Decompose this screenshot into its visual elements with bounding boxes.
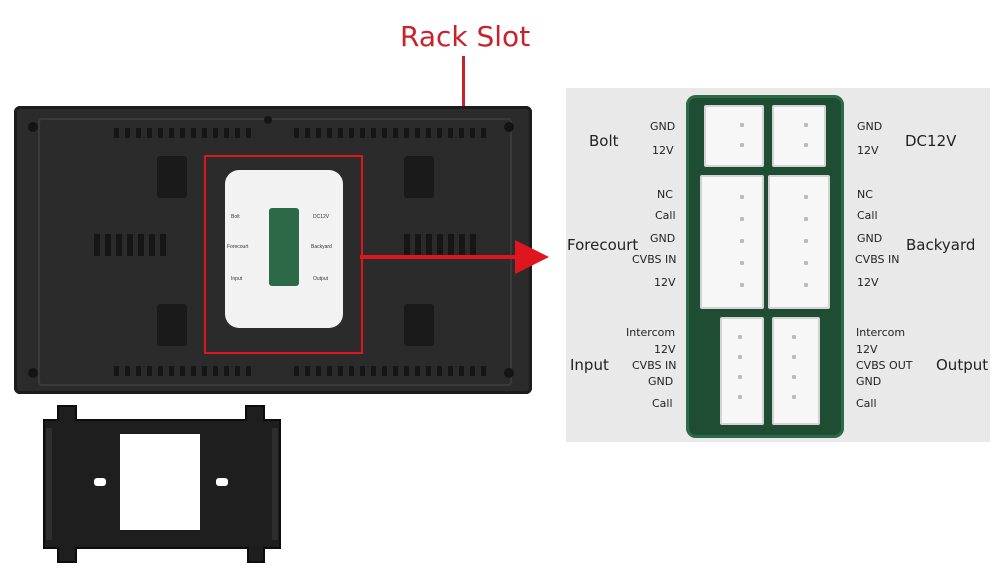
speaker-grill-left [94,234,166,256]
pin [738,335,742,339]
connector-dc12v [772,105,826,167]
rack-slot-title: Rack Slot [400,20,531,53]
pin [792,395,796,399]
backyard-pin-label: CVBS IN [855,253,900,266]
terminal-label-card: Bolt DC12V Forecourt Backyard Input Outp… [225,170,343,328]
terminal-pcb [686,95,844,438]
output-pin-label: Intercom [856,326,906,339]
input-pin-label: 12V [654,343,676,356]
mini-terminal-board [269,208,299,286]
output-pin-label: 12V [856,343,878,356]
pin [740,283,744,287]
dc12v-pin-label: GND [857,120,883,133]
mini-backyard-label: Backyard [311,244,332,250]
forecourt-pin-label: GND [650,232,676,245]
top-vents-right [294,128,486,138]
pin [804,123,808,127]
mini-input-label: Input [231,276,243,282]
bottom-vents-right [294,366,486,376]
forecourt-pin-label: Call [655,209,676,222]
pin [804,143,808,147]
forecourt-pin-label: 12V [654,276,676,289]
rack-slot [404,304,434,346]
rack-slot [157,304,187,346]
terminal-highlight-box [204,155,363,354]
forecourt-pin-label: NC [657,188,673,201]
screw [504,368,514,378]
output-pin-label: CVBS OUT [856,359,913,372]
screw [28,368,38,378]
pin [804,239,808,243]
backyard-pin-label: Call [857,209,878,222]
input-pin-label: CVBS IN [632,359,677,372]
bolt-pin-label: GND [650,120,676,133]
pin [792,355,796,359]
screw [28,122,38,132]
mounting-bracket [43,405,281,563]
mini-forecourt-label: Forecourt [227,244,249,250]
mini-dc12v-label: DC12V [313,214,330,220]
callout-arrow-head [515,240,549,274]
dc12v-group-label: DC12V [905,132,957,150]
bottom-vents [114,366,251,376]
pin [740,239,744,243]
screw [504,122,514,132]
connector-backyard [768,175,830,309]
connector-output [772,317,820,425]
mini-output-label: Output [313,276,329,282]
pin [792,375,796,379]
pin [740,143,744,147]
pin [738,375,742,379]
bolt-group-label: Bolt [589,132,619,150]
backyard-group-label: Backyard [906,236,976,254]
rack-slot-highlighted [404,156,434,198]
rack-slot [157,156,187,198]
screw [264,116,272,124]
pin [804,217,808,221]
input-pin-label: Call [652,397,673,410]
pin [804,195,808,199]
bolt-pin-label: 12V [652,144,674,157]
backyard-pin-label: 12V [857,276,879,289]
output-pin-label: Call [856,397,877,410]
monitor-back-frame [38,118,512,386]
pin [804,261,808,265]
input-pin-label: Intercom [626,326,676,339]
top-vents [114,128,251,138]
output-pin-label: GND [856,375,882,388]
mini-bolt-label: Bolt [231,214,240,220]
backyard-pin-label: GND [857,232,883,245]
input-pin-label: GND [648,375,674,388]
output-group-label: Output [936,356,989,374]
backyard-pin-label: NC [857,188,873,201]
forecourt-pin-label: CVBS IN [632,253,677,266]
connector-input [720,317,764,425]
pin [738,355,742,359]
pin [740,261,744,265]
monitor-back-panel: Bolt DC12V Forecourt Backyard Input Outp… [14,106,532,394]
pin [740,217,744,221]
forecourt-group-label: Forecourt [567,236,639,254]
pin [738,395,742,399]
speaker-grill-right [404,234,476,256]
callout-arrow-shaft [360,255,520,259]
dc12v-pin-label: 12V [857,144,879,157]
pin [804,283,808,287]
input-group-label: Input [570,356,609,374]
pin [740,123,744,127]
connector-bolt [704,105,764,167]
pin [740,195,744,199]
connector-forecourt [700,175,764,309]
pin [792,335,796,339]
